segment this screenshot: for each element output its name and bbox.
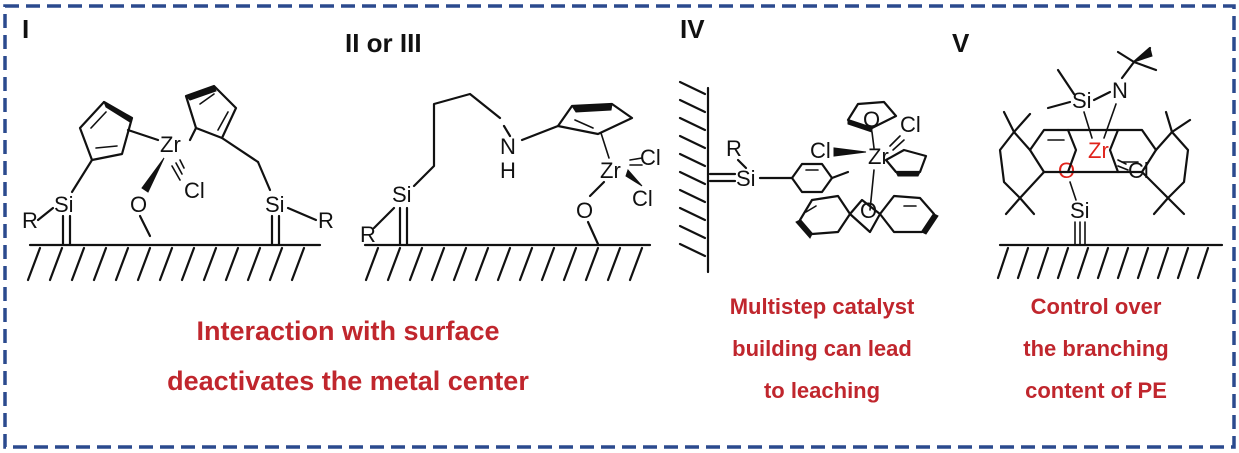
caption-panel-1-2: Interaction with surface deactivates the…	[167, 316, 529, 396]
atom-zr-4: Zr	[868, 144, 889, 169]
panel-label-4: IV	[680, 14, 705, 44]
atom-cl-4b: Cl	[900, 112, 921, 137]
structure-1: Si R Zr O Cl Si R	[22, 84, 334, 282]
caption-1-2-line-2: deactivates the metal center	[167, 366, 529, 396]
surface-hatch-5	[996, 246, 1210, 280]
atom-r-2: R	[360, 222, 376, 247]
atom-si-5a: Si	[1072, 88, 1092, 113]
caption-1-2-line-1: Interaction with surface	[196, 316, 499, 346]
atom-o-1: O	[130, 192, 147, 217]
surface-hatch-4	[678, 80, 707, 258]
atom-cl-2b: Cl	[632, 186, 653, 211]
caption-4-line-3: to leaching	[764, 378, 880, 403]
atom-si-5b: Si	[1070, 198, 1090, 223]
atom-r-left: R	[22, 208, 38, 233]
panel-label-5: V	[952, 28, 970, 58]
atom-si-right: Si	[265, 192, 285, 217]
atom-r-4: R	[726, 136, 742, 161]
surface-hatch-2	[364, 246, 644, 282]
caption-panel-5: Control over the branching content of PE	[1023, 294, 1168, 403]
atom-zr-5: Zr	[1088, 138, 1109, 163]
atom-o-4b: O	[860, 198, 877, 223]
atom-h-2: H	[500, 158, 516, 183]
atom-n-2: N	[500, 134, 516, 159]
structure-4: Si R O Zr Cl Cl O	[678, 80, 939, 274]
caption-panel-4: Multistep catalyst building can lead to …	[730, 294, 915, 403]
caption-5-line-3: content of PE	[1025, 378, 1167, 403]
caption-4-line-1: Multistep catalyst	[730, 294, 915, 319]
panel-label-2: II or III	[345, 28, 422, 58]
atom-o-2: O	[576, 198, 593, 223]
caption-4-line-2: building can lead	[732, 336, 912, 361]
atom-n-5: N	[1112, 78, 1128, 103]
atom-zr-2: Zr	[600, 158, 621, 183]
atom-r-right: R	[318, 208, 334, 233]
dashed-frame	[3, 4, 1236, 449]
atom-cl-1: Cl	[184, 178, 205, 203]
atom-zr-1: Zr	[160, 132, 181, 157]
atom-o-4a: O	[863, 107, 880, 132]
atom-si-2: Si	[392, 182, 412, 207]
atom-si-4: Si	[736, 166, 756, 191]
atom-cl-2a: Cl	[640, 145, 661, 170]
atom-cl-4a: Cl	[810, 138, 831, 163]
structure-5: Si Si N Zr O Cl	[996, 46, 1224, 280]
caption-5-line-1: Control over	[1031, 294, 1162, 319]
surface-hatch-1	[26, 246, 306, 282]
structure-2: Si R N H Zr Cl Cl O	[360, 92, 661, 282]
caption-5-line-2: the branching	[1023, 336, 1168, 361]
atom-cl-5: Cl	[1128, 158, 1149, 183]
panel-label-1: I	[22, 14, 29, 44]
atom-si-left: Si	[54, 192, 74, 217]
